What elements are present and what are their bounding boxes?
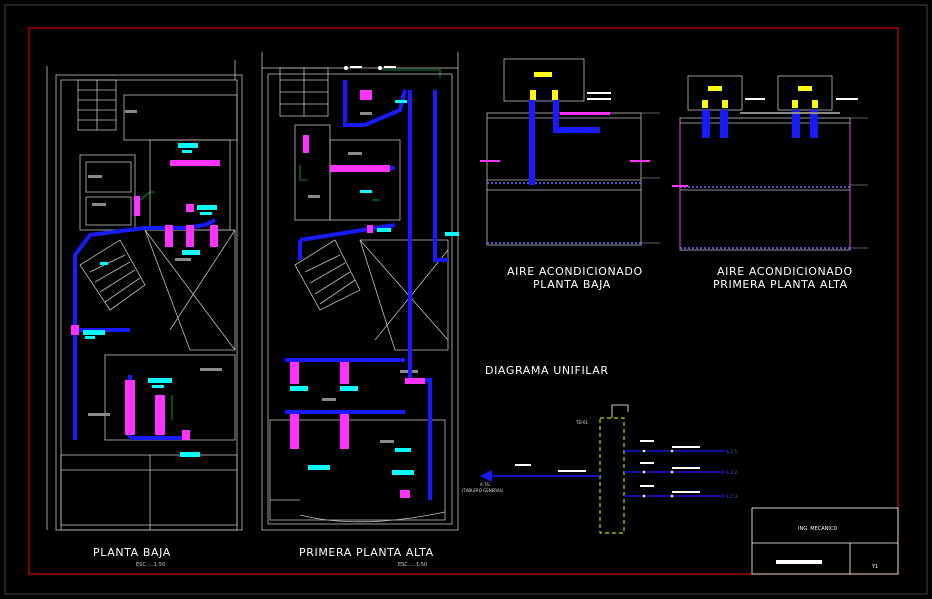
planta-baja-title: PLANTA BAJA <box>93 546 171 559</box>
planta-baja-units <box>71 160 220 440</box>
primera-planta-scale: ESC.:...1:50 <box>398 562 427 568</box>
primera-planta-grey-labels <box>308 112 418 443</box>
circuit-3-label: L.C.3 <box>727 494 738 499</box>
section-baja <box>480 58 660 246</box>
title-block <box>751 507 899 575</box>
outer-border <box>4 4 928 595</box>
title-block-firm: ING. MECANICO <box>798 526 837 532</box>
planta-baja-scale: ESC.:...1:50 <box>136 562 165 568</box>
section-baja-title-1: AIRE ACONDICIONADO <box>507 265 643 278</box>
primera-planta-units <box>290 90 425 498</box>
section-alta-title-1: AIRE ACONDICIONADO <box>717 265 853 278</box>
primera-planta-ducts <box>285 80 448 500</box>
planta-baja-grey-labels <box>88 110 222 416</box>
single-line-diagram <box>480 404 725 534</box>
circuit-1-label: L.C.1 <box>727 449 738 454</box>
td-label: TD-01 <box>575 420 589 425</box>
tg-label: A TG <box>480 482 490 487</box>
primera-planta-plan <box>261 52 459 531</box>
red-frame <box>28 27 899 575</box>
planta-baja-symbols <box>83 143 217 457</box>
section-alta <box>672 75 868 251</box>
primera-planta-title: PRIMERA PLANTA ALTA <box>299 546 434 559</box>
primera-planta-symbols <box>290 100 459 475</box>
section-baja-title-2: PLANTA BAJA <box>533 278 611 291</box>
circuit-2-label: L.C.2 <box>727 470 738 475</box>
planta-baja-plan <box>46 60 243 531</box>
diagram-title: DIAGRAMA UNIFILAR <box>485 364 609 377</box>
title-block-bar <box>776 560 822 564</box>
title-block-sheet: Y1 <box>871 564 878 570</box>
section-alta-title-2: PRIMERA PLANTA ALTA <box>713 278 848 291</box>
primera-planta-header-marks <box>344 66 396 70</box>
tablero-general-label: (TABLERO GENERAL) <box>462 488 504 493</box>
primera-planta-small-lines <box>299 69 441 201</box>
planta-baja-small-lines <box>139 191 173 420</box>
